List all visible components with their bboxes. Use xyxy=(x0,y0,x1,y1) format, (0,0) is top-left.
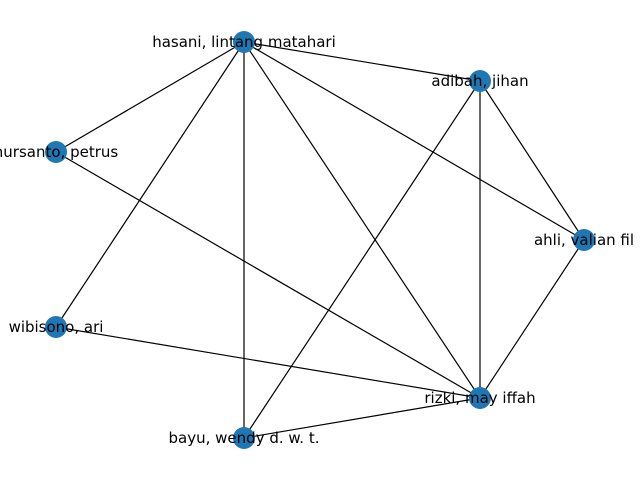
node-label-ahli: ahli, valian fil xyxy=(534,231,634,249)
edge-rizki-bayu xyxy=(243,397,481,439)
edge-hasani-rizki xyxy=(243,41,481,399)
node-bayu xyxy=(233,427,255,449)
labels-layer: hasani, lintang matahari adibah, jihan ahl… xyxy=(0,33,634,447)
edge-rizki-wibisono xyxy=(55,326,481,399)
edge-adibah-ahli xyxy=(479,80,585,241)
node-wibisono xyxy=(45,316,67,338)
node-nursanto xyxy=(45,141,67,163)
node-label-hasani: hasani, lintang matahari xyxy=(152,33,336,51)
edge-hasani-ahli xyxy=(243,41,585,241)
edge-hasani-wibisono xyxy=(55,41,245,328)
edge-ahli-rizki xyxy=(479,239,585,399)
node-adibah xyxy=(469,70,491,92)
node-label-rizki: rizki, may iffah xyxy=(424,389,535,407)
node-label-adibah: adibah, jihan xyxy=(431,72,528,90)
node-rizki xyxy=(469,387,491,409)
edge-rizki-nursanto xyxy=(55,151,481,399)
nodes-layer xyxy=(45,31,595,449)
edge-hasani-adibah xyxy=(243,41,481,82)
node-ahli xyxy=(573,229,595,251)
edge-adibah-bayu xyxy=(243,80,481,439)
node-label-nursanto: nursanto, petrus xyxy=(0,143,118,161)
edges-layer xyxy=(55,41,585,439)
node-label-wibisono: wibisono, ari xyxy=(9,318,104,336)
node-hasani xyxy=(233,31,255,53)
node-label-bayu: bayu, wendy d. w. t. xyxy=(169,429,320,447)
edge-hasani-nursanto xyxy=(55,41,245,153)
